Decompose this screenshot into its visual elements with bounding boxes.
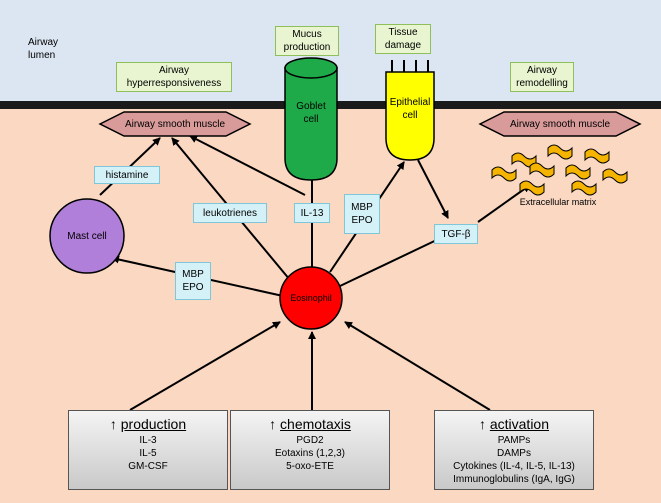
epo-top-label: EPO (351, 215, 373, 226)
mbp-left-label: MBP (182, 269, 204, 280)
production-item: IL-3 (139, 435, 157, 446)
chemotaxis-item: PGD2 (296, 435, 324, 446)
smooth-muscle-left-label: Airway smooth muscle (124, 119, 226, 130)
activation-item: PAMPs (497, 435, 531, 446)
airway-lumen-line1: Airway (28, 37, 59, 48)
epithelial-line1: Epithelial (389, 97, 431, 108)
leukotrienes-box: leukotrienes (193, 203, 267, 223)
extracellular-matrix (491, 144, 628, 196)
eosinophil (279, 266, 343, 330)
tissue-line1: Tissue (388, 27, 418, 38)
chemotaxis-heading: ↑ chemotaxis (231, 415, 389, 433)
hyperresponsiveness-line1: Airway (158, 65, 189, 76)
arrow-goblet-to-smoothmuscle (189, 135, 306, 196)
activation-item: Immunoglobulins (IgA, IgG) (453, 474, 575, 485)
extracellular-matrix-label: Extracellular matrix (519, 197, 597, 207)
epithelial-line2: cell (402, 110, 418, 121)
arrow-production-to-eosinophil (129, 321, 281, 411)
hyperresponsiveness-line2: hyperresponsiveness (126, 78, 222, 89)
tgf-beta-box: TGF-β (434, 224, 478, 244)
arrow-activation-to-eosinophil (344, 321, 491, 411)
histamine-box: histamine (94, 166, 160, 184)
activation-title: activation (489, 416, 550, 432)
goblet-cell (284, 57, 338, 181)
remodelling-box: Airway remodelling (510, 62, 574, 92)
mucus-production-box: Mucus production (275, 26, 339, 56)
production-title: production (120, 416, 187, 432)
epo-left-label: EPO (182, 282, 204, 293)
goblet-cell-label: Goblet cell (286, 100, 336, 126)
tissue-damage-box: Tissue damage (375, 24, 431, 54)
smooth-muscle-left (98, 111, 252, 137)
production-heading: ↑ production (69, 415, 227, 433)
activation-box: ↑ activation PAMPs DAMPs Cytokines (IL-4… (434, 410, 594, 490)
arrow-eosinophil-to-tgf (339, 235, 446, 287)
remodelling-line1: Airway (526, 65, 557, 76)
mbp-top-label: MBP (351, 202, 373, 213)
airway-lumen-label: Airway lumen (28, 36, 58, 62)
chemotaxis-item: 5-oxo-ETE (286, 461, 334, 472)
hyperresponsiveness-box: Airway hyperresponsiveness (116, 62, 232, 92)
activation-item: DAMPs (497, 448, 531, 459)
mast-cell-label: Mast cell (67, 231, 107, 242)
production-item: IL-5 (139, 448, 157, 459)
smooth-muscle-right (478, 111, 642, 137)
remodelling-line2: remodelling (516, 78, 568, 89)
epithelial-cell-label: Epithelial cell (386, 96, 434, 122)
chemotaxis-title: chemotaxis (280, 416, 351, 432)
mucus-line1: Mucus (292, 29, 322, 40)
arrow-epithelial-to-tgf (417, 159, 449, 219)
mast-cell (49, 198, 125, 274)
chemotaxis-box: ↑ chemotaxis PGD2 Eotaxins (1,2,3) 5-oxo… (230, 410, 390, 490)
chemotaxis-item: Eotaxins (1,2,3) (274, 448, 346, 459)
production-item: GM-CSF (128, 461, 168, 472)
tissue-line2: damage (384, 40, 422, 51)
goblet-line1: Goblet (296, 101, 326, 112)
smooth-muscle-right-label: Airway smooth muscle (509, 119, 611, 130)
goblet-line2: cell (303, 114, 319, 125)
up-arrow-icon: ↑ (269, 416, 277, 432)
activation-heading: ↑ activation (435, 415, 593, 433)
mbp-epo-top-box: MBP EPO (344, 194, 380, 234)
epithelial-cell (385, 60, 435, 161)
mbp-epo-left-box: MBP EPO (175, 262, 211, 300)
il13-box: IL-13 (294, 203, 330, 223)
production-box: ↑ production IL-3 IL-5 GM-CSF (68, 410, 228, 490)
activation-item: Cytokines (IL-4, IL-5, IL-13) (453, 461, 575, 472)
up-arrow-icon: ↑ (109, 416, 117, 432)
up-arrow-icon: ↑ (478, 416, 486, 432)
eosinophil-label: Eosinophil (290, 293, 332, 303)
airway-lumen-line2: lumen (28, 50, 56, 61)
mucus-line2: production (283, 42, 331, 53)
